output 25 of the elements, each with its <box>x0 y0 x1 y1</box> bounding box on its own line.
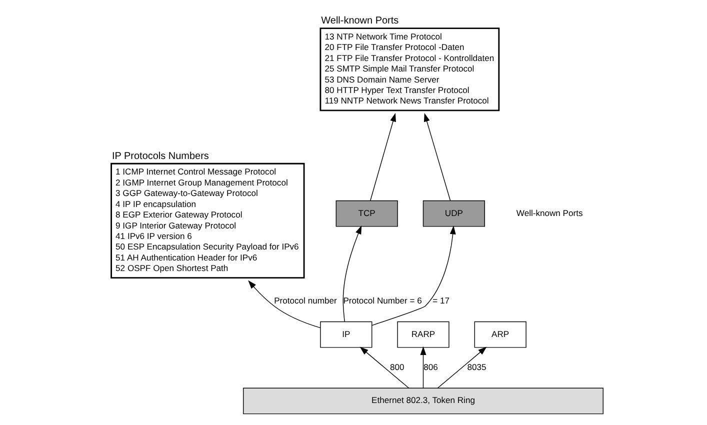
node-label: Well-known Ports <box>320 15 398 26</box>
edge-label: 800 <box>390 362 404 372</box>
node-box: Ethernet 802.3, Token Ring <box>242 388 603 414</box>
node-box: RARP <box>396 321 449 348</box>
edge-label: 806 <box>423 362 438 372</box>
edge-label: 8035 <box>466 362 486 372</box>
edge-label: = 17 <box>432 296 450 306</box>
node-box: IP <box>320 321 372 348</box>
arrow <box>371 226 456 326</box>
edge-label: Protocol number <box>274 296 336 306</box>
node-box: 13 NTP Network Time Protocol 20 FTP File Transfer Protocol -Daten 21 FTP File Transfer Protocol - Kontrolldaten 25 SMTP Simple Mail Transfer Protocol 53 DNS Domain Name Server 80 HTTP Hyper Text Transfer Protocol 119 NNTP Network News Transfer Protocol <box>319 28 500 112</box>
node-box: TCP <box>335 200 398 227</box>
arrow <box>423 113 450 201</box>
arrow <box>436 346 486 388</box>
arrow <box>342 226 362 322</box>
label: Well-known Ports <box>516 208 582 218</box>
arrow <box>370 113 396 201</box>
node-box: 1 ICMP Internet Control Message Protocol 2 IGMP Internet Group Management Protocol 3 GGP Gateway-to-Gateway Protocol 4 IP IP encapsulation 8 EGP Exterior Gateway Protocol 9 IGP Interior Gateway Protocol 41 IPv6 IP version 6 50 ESP Encapsulation Security Payload for IPv6 51 AH Authentication Header for IPv6 52 OSPF Open Shortest Path <box>110 162 304 279</box>
node-box: UDP <box>422 200 484 227</box>
edge-label: Protocol Number = 6 <box>342 296 422 306</box>
node-box: ARP <box>474 321 526 348</box>
arrow <box>248 280 320 328</box>
node-label: IP Protocols Numbers <box>111 150 208 162</box>
arrow <box>359 346 409 388</box>
arrow <box>420 346 426 388</box>
